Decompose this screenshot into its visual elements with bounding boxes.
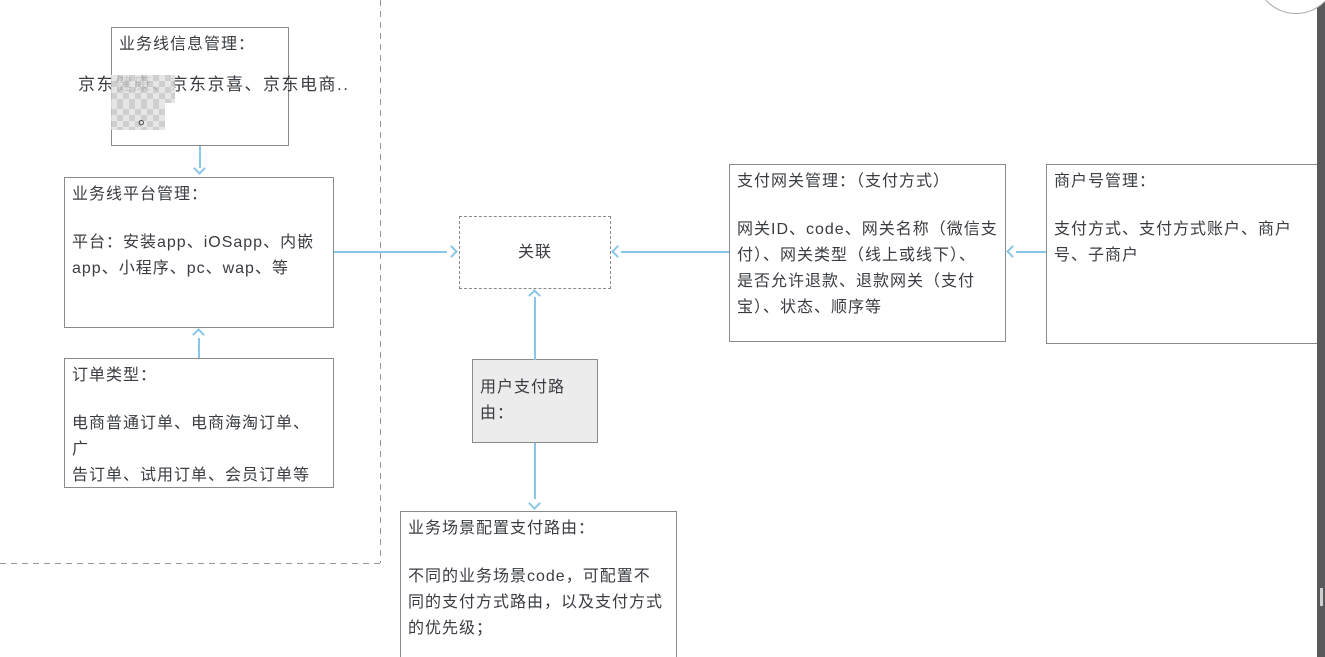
node-association[interactable]: 关联 bbox=[459, 216, 611, 289]
dashed-region-border-vertical bbox=[380, 0, 381, 563]
arrowhead-left-icon bbox=[1006, 245, 1019, 258]
arrowhead-up-icon bbox=[528, 289, 541, 302]
arrowhead-up-icon bbox=[192, 328, 205, 341]
scrollbar-notch bbox=[1320, 588, 1323, 606]
connector-line bbox=[621, 251, 729, 253]
node-label: 用户支付路由： bbox=[480, 379, 566, 422]
business-line-info-body-suffix: 。 bbox=[138, 109, 155, 128]
node-title: 业务场景配置支付路由： bbox=[408, 520, 596, 537]
node-title: 支付网关管理：（支付方式） bbox=[737, 173, 951, 190]
arrowhead-down-icon bbox=[193, 162, 206, 175]
node-title: 商户号管理： bbox=[1054, 173, 1157, 190]
connector-line bbox=[534, 297, 536, 360]
node-body: 不同的业务场景code，可配置不 同的支付方式路由，以及支付方式 的优先级； bbox=[408, 568, 664, 637]
node-scene-payment-route[interactable]: 业务场景配置支付路由： 不同的业务场景code，可配置不 同的支付方式路由，以及… bbox=[400, 511, 677, 657]
node-label: 关联 bbox=[517, 243, 552, 261]
right-scrollbar[interactable] bbox=[1317, 0, 1325, 657]
arrowhead-left-icon bbox=[611, 245, 624, 258]
node-body: 支付方式、支付方式账户、商户 号、子商户 bbox=[1054, 221, 1293, 264]
connector-line bbox=[334, 251, 447, 253]
redaction-mosaic-1 bbox=[111, 75, 175, 103]
connector-line bbox=[534, 443, 536, 499]
connector-line bbox=[1016, 251, 1046, 253]
node-title: 业务线平台管理： bbox=[72, 186, 209, 203]
connector-line bbox=[198, 338, 200, 358]
connector-line bbox=[199, 146, 201, 168]
node-merchant-account[interactable]: 商户号管理： 支付方式、支付方式账户、商户 号、子商户 bbox=[1046, 164, 1325, 344]
node-body: 网关ID、code、网关名称（微信支 付）、网关类型（线上或线下）、 是否允许退… bbox=[737, 221, 998, 316]
redaction-mosaic-2 bbox=[111, 103, 165, 130]
arrowhead-right-icon bbox=[445, 245, 458, 258]
arrowhead-down-icon bbox=[528, 497, 541, 510]
node-title: 订单类型： bbox=[72, 367, 158, 384]
floating-circle-button[interactable] bbox=[1255, 0, 1325, 14]
node-user-payment-route[interactable]: 用户支付路由： bbox=[472, 359, 598, 443]
node-body: 电商普通订单、电商海淘订单、广 告订单、试用订单、会员订单等 bbox=[72, 415, 311, 484]
node-body: 平台：安装app、iOSapp、内嵌 app、小程序、pc、wap、等 bbox=[72, 234, 315, 277]
node-order-type[interactable]: 订单类型： 电商普通订单、电商海淘订单、广 告订单、试用订单、会员订单等 bbox=[64, 358, 334, 488]
node-title: 业务线信息管理： bbox=[119, 36, 256, 53]
node-business-line-platform[interactable]: 业务线平台管理： 平台：安装app、iOSapp、内嵌 app、小程序、pc、w… bbox=[64, 177, 334, 328]
dashed-region-border-horizontal bbox=[0, 563, 381, 564]
node-payment-gateway[interactable]: 支付网关管理：（支付方式） 网关ID、code、网关名称（微信支 付）、网关类型… bbox=[729, 164, 1006, 342]
